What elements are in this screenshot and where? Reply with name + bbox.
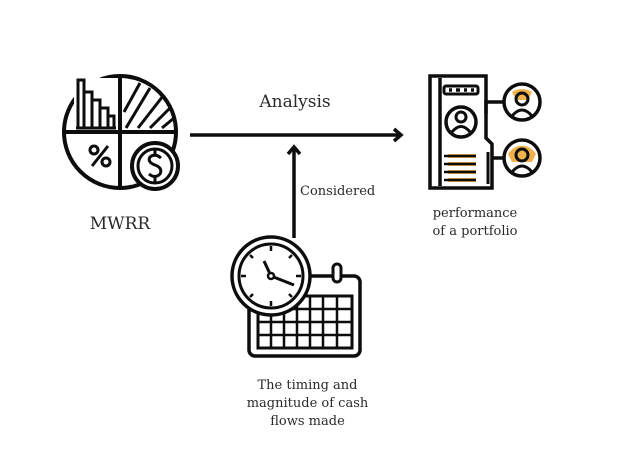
- mwrr-label: MWRR: [89, 214, 151, 234]
- analysis-arrow: [190, 127, 404, 143]
- portfolio-label-line-2: of a portfolio: [432, 224, 518, 239]
- timing-label-line-3: flows made: [270, 414, 345, 429]
- timing-label: The timing and magnitude of cash flows m…: [225, 377, 390, 431]
- considered-label: Considered: [300, 184, 376, 199]
- considered-arrow: [286, 144, 302, 238]
- analysis-label: Analysis: [259, 92, 331, 112]
- portfolio-profile-icon: [428, 74, 542, 190]
- portfolio-label-line-1: performance: [432, 206, 518, 221]
- clock-calendar-icon: [230, 235, 362, 358]
- pie-chart-finance-icon: [62, 74, 180, 191]
- portfolio-label: performance of a portfolio: [410, 205, 540, 241]
- timing-label-line-1: The timing and: [257, 378, 358, 393]
- timing-label-line-2: magnitude of cash: [246, 396, 369, 411]
